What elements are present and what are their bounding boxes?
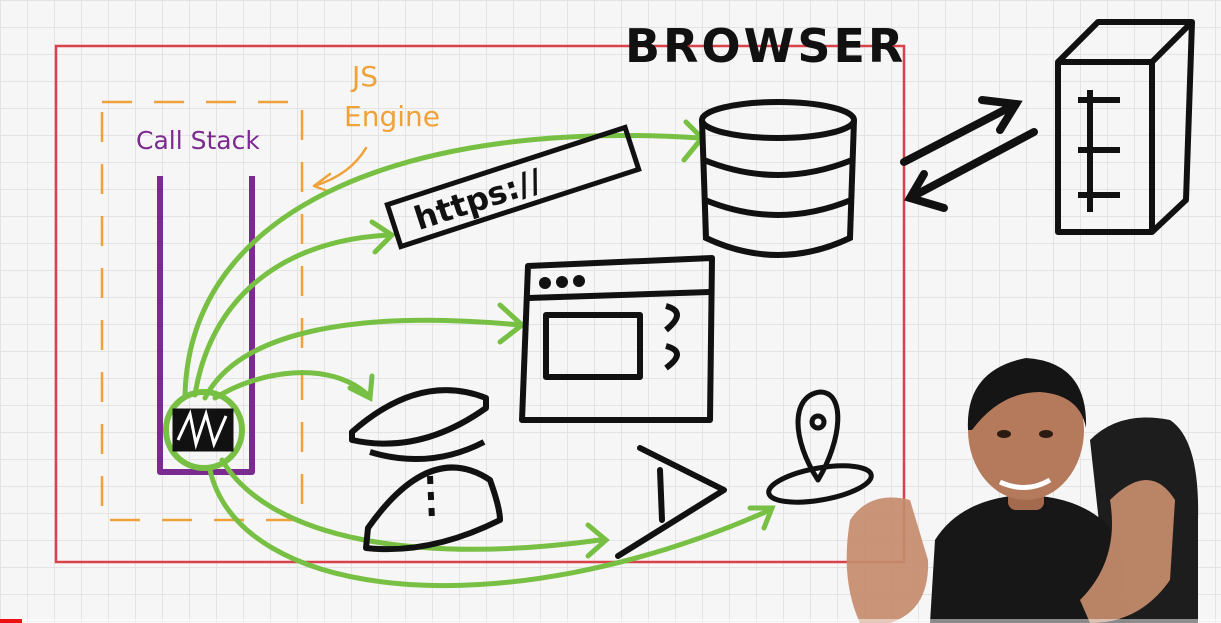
browser-title: BROWSER [625,19,906,73]
arrow-to-timer-head [347,373,375,402]
database-icon [699,99,857,258]
arrow-to-bluetooth [219,457,603,552]
arrow-to-https-head [369,219,396,255]
call-stack-container [157,176,255,475]
js-engine-label-line1: JS [350,60,378,93]
exchange-arrows-icon [900,96,1038,212]
arrow-to-window [202,317,523,401]
server-icon [1055,19,1195,235]
arrow-to-timer [212,370,371,401]
green-arrows [182,119,776,589]
arrow-to-database [182,133,703,398]
call-stack-frame-highlight [163,389,245,471]
https-box: https:// [384,124,642,250]
video-progress-fill [0,619,22,623]
arrow-to-location [207,467,773,589]
arrow-to-https [192,232,393,398]
timer-icon [349,387,503,553]
video-progress-bar[interactable] [0,619,1221,623]
location-pin-icon [766,389,874,505]
https-label: https:// [409,161,546,238]
call-stack-label: Call Stack [136,126,260,155]
js-engine-label-line2: Engine [344,100,440,133]
window-icon [519,255,715,423]
call-stack-frame [172,408,234,452]
bluetooth-icon [615,445,727,559]
presenter-image [846,358,1199,623]
arrow-to-bluetooth-head [585,522,610,559]
arrow-to-window-head [497,302,526,345]
browser-box [54,44,906,564]
arrow-to-location-head [747,505,776,531]
